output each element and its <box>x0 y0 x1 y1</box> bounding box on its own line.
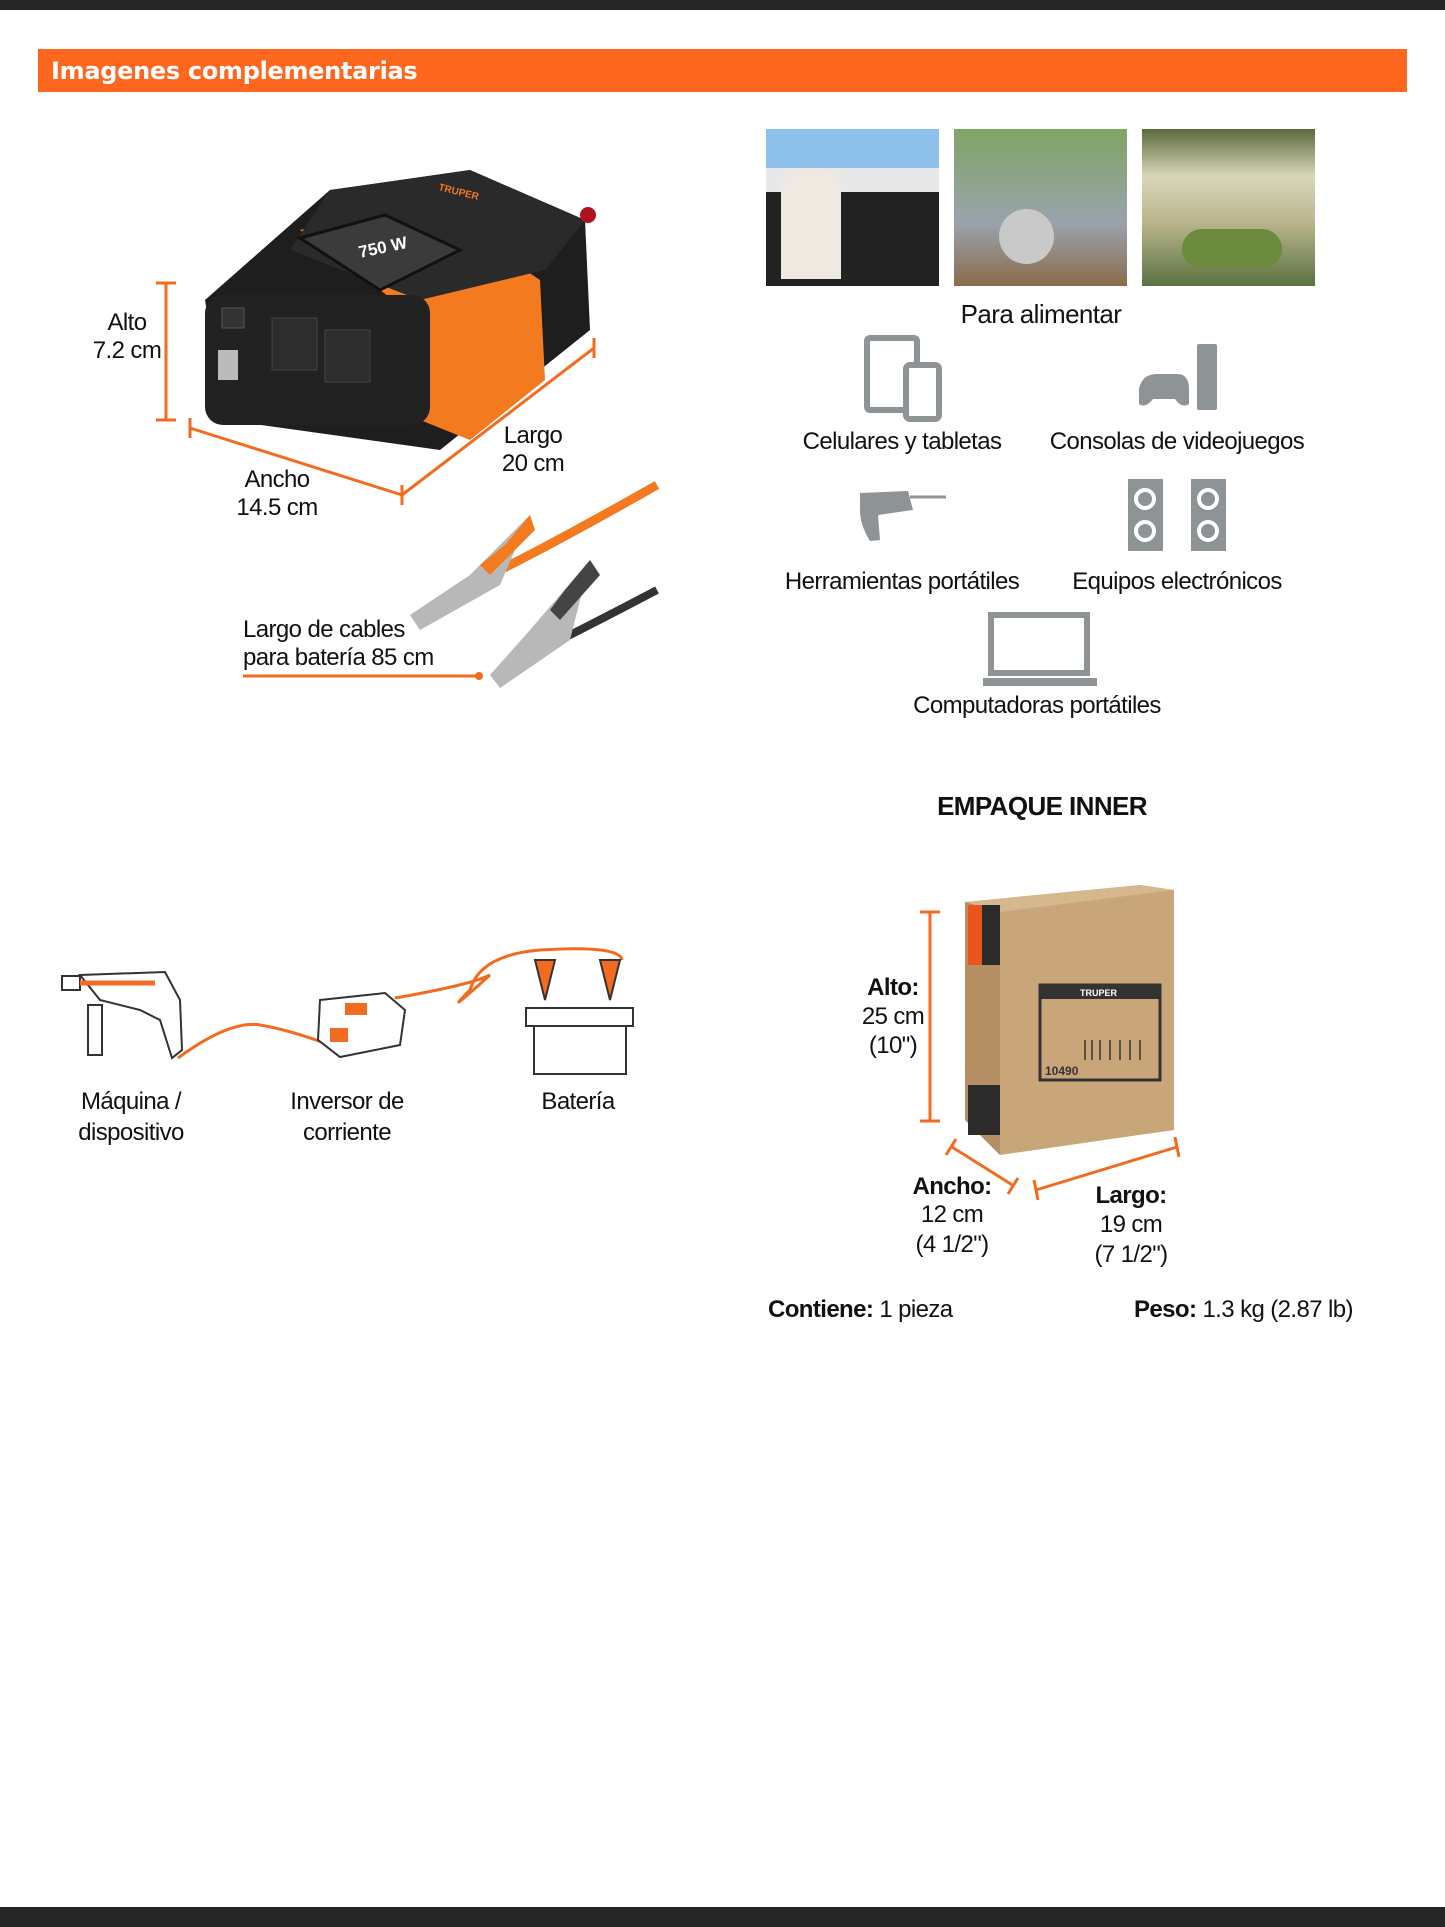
peso-text: Peso: 1.3 kg (2.87 lb) <box>1134 1295 1354 1324</box>
shipping-box-image: TRUPER 10490 <box>920 885 1181 1201</box>
use-label-electronics: Equipos electrónicos <box>1072 568 1282 595</box>
diagram-label-inverter-1: Inversor de <box>290 1088 404 1115</box>
uses-title: Para alimentar <box>960 299 1122 329</box>
box-largo-cm: 19 cm <box>1099 1211 1163 1238</box>
box-ancho-in: (4 1/2") <box>915 1231 989 1258</box>
drill-outline-icon <box>61 970 184 1060</box>
contiene-label: Contiene: <box>768 1296 874 1323</box>
ancho-value: 14.5 cm <box>236 494 318 521</box>
section-header: Imagenes complementarias <box>38 49 1407 92</box>
largo-value: 20 cm <box>501 450 565 477</box>
connection-diagram <box>61 947 634 1075</box>
laptop-icon <box>983 612 1097 686</box>
box-dimension-lines <box>920 910 1181 1201</box>
diagram-label-device-2: dispositivo <box>78 1119 184 1146</box>
battery-clamps <box>410 481 660 688</box>
battery-cables <box>394 947 624 1004</box>
diagram-label-device-1: Máquina / <box>81 1088 182 1115</box>
top-bar <box>0 0 1445 10</box>
box-largo-in: (7 1/2") <box>1094 1241 1168 1268</box>
contiene-text: Contiene: 1 pieza <box>768 1295 953 1324</box>
speakers-icon <box>1128 479 1226 551</box>
box-ancho-cm: 12 cm <box>920 1201 984 1228</box>
section-title: Imagenes complementarias <box>51 57 418 85</box>
game-console-icon <box>1139 344 1217 410</box>
use-label-laptops: Computadoras portátiles <box>913 692 1161 719</box>
diagram-label-battery: Batería <box>541 1088 615 1115</box>
use-label-tools: Herramientas portátiles <box>784 568 1020 595</box>
svg-text:TRUPER: TRUPER <box>1080 988 1118 998</box>
box-alto-in: (10") <box>868 1032 918 1059</box>
dimension-lines <box>156 281 596 678</box>
svg-text:10490: 10490 <box>1045 1064 1079 1078</box>
peso-label: Peso: <box>1134 1296 1197 1323</box>
box-largo-label: Largo: <box>1095 1182 1167 1209</box>
box-alto-label: Alto: <box>867 974 919 1001</box>
peso-value: 1.3 kg (2.87 lb) <box>1202 1296 1353 1323</box>
inverter-product-image: 750 W TRUPER <box>156 170 660 688</box>
packaging-title: EMPAQUE INNER <box>937 791 1147 821</box>
tablet-phone-icon <box>864 335 942 422</box>
battery-icon <box>525 959 634 1075</box>
small-inverter-icon <box>316 991 407 1059</box>
contiene-value: 1 pieza <box>879 1296 953 1323</box>
photo-circular-saw <box>954 129 1127 286</box>
photo-woman-car <box>766 129 939 286</box>
use-label-phones: Celulares y tabletas <box>802 428 1002 455</box>
ancho-label: Ancho <box>244 466 310 493</box>
box-ancho-label: Ancho: <box>912 1173 992 1200</box>
cables-label-line1: Largo de cables <box>243 616 405 643</box>
cable <box>177 1022 331 1060</box>
inverter-body: 750 W TRUPER <box>205 170 596 450</box>
box-alto-cm: 25 cm <box>861 1003 925 1030</box>
use-label-consoles: Consolas de videojuegos <box>1049 428 1305 455</box>
photo-camping-tent <box>1142 129 1315 286</box>
alto-value: 7.2 cm <box>92 337 162 364</box>
largo-label: Largo <box>503 422 563 449</box>
drill-icon <box>860 491 946 541</box>
bottom-bar <box>0 1907 1445 1927</box>
diagram-label-inverter-2: corriente <box>303 1119 392 1146</box>
cables-label-line2: para batería 85 cm <box>243 644 434 671</box>
alto-label: Alto <box>107 309 148 336</box>
